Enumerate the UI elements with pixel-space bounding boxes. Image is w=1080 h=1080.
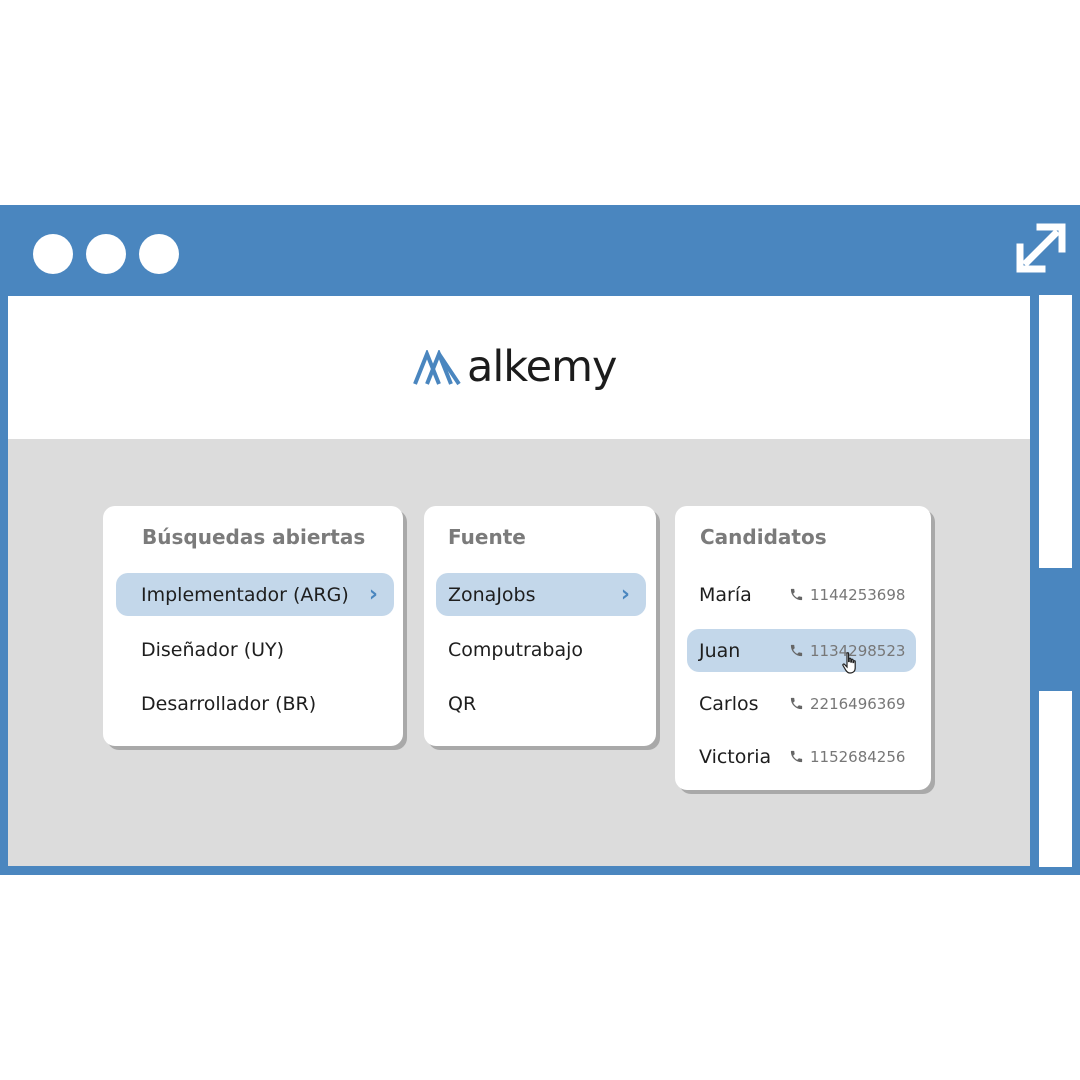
candidato-phone[interactable]: 2216496369	[789, 695, 905, 713]
busqueda-item-label: Diseñador (UY)	[141, 638, 285, 661]
candidato-row-victoria[interactable]: Victoria 1152684256	[687, 735, 916, 778]
chevron-right-icon: ›	[368, 582, 378, 607]
fuente-card: Fuente ZonaJobs › Computrabajo QR	[424, 506, 656, 746]
page-viewport: alkemy Búsquedas abiertas Implementador …	[8, 296, 1030, 866]
candidato-phone-number: 1152684256	[810, 747, 906, 766]
busqueda-item-desarrollador[interactable]: Desarrollador (BR)	[116, 682, 394, 725]
phone-icon	[790, 588, 803, 601]
busqueda-item-implementador[interactable]: Implementador (ARG) ›	[116, 573, 394, 616]
window-control-dot-2[interactable]	[86, 234, 126, 274]
fuente-item-label: QR	[448, 692, 477, 715]
phone-icon	[790, 644, 803, 657]
hand-cursor-icon	[842, 652, 856, 674]
candidato-phone-number: 1144253698	[810, 585, 906, 604]
fuente-item-computrabajo[interactable]: Computrabajo	[436, 628, 646, 671]
candidatos-card: Candidatos María 1144253698 Juan 1134298…	[675, 506, 931, 790]
candidato-name: Victoria	[699, 745, 772, 768]
candidatos-title: Candidatos	[700, 525, 827, 549]
fuente-item-qr[interactable]: QR	[436, 682, 646, 725]
chevron-right-icon: ›	[620, 582, 630, 607]
scrollbar-track-upper[interactable]	[1039, 295, 1072, 568]
candidato-phone-number: 1134298523	[810, 641, 906, 660]
browser-window: alkemy Búsquedas abiertas Implementador …	[0, 205, 1080, 875]
window-control-dot-3[interactable]	[139, 234, 179, 274]
candidato-row-maria[interactable]: María 1144253698	[687, 573, 916, 616]
page-header: alkemy	[8, 296, 1030, 439]
expand-arrows-icon[interactable]	[1014, 221, 1068, 275]
candidato-row-juan[interactable]: Juan 1134298523	[687, 629, 916, 674]
brand-name: alkemy	[467, 342, 617, 392]
scrollbar-track-lower[interactable]	[1039, 691, 1072, 867]
fuente-item-label: ZonaJobs	[448, 583, 536, 606]
fuente-item-label: Computrabajo	[448, 638, 584, 661]
phone-icon	[790, 697, 803, 710]
fuente-item-zonajobs[interactable]: ZonaJobs ›	[436, 573, 646, 616]
candidato-name: Juan	[699, 639, 741, 662]
candidato-row-carlos[interactable]: Carlos 2216496369	[687, 682, 916, 725]
fuente-title: Fuente	[448, 525, 526, 549]
busquedas-title: Búsquedas abiertas	[142, 525, 366, 549]
candidato-phone[interactable]: 1152684256	[789, 748, 905, 766]
busquedas-card: Búsquedas abiertas Implementador (ARG) ›…	[103, 506, 403, 746]
brand-logo: alkemy	[413, 342, 617, 392]
window-control-dot-1[interactable]	[33, 234, 73, 274]
busqueda-item-disenador[interactable]: Diseñador (UY)	[116, 628, 394, 671]
busqueda-item-label: Implementador (ARG)	[141, 583, 349, 606]
candidato-phone[interactable]: 1134298523	[789, 642, 905, 660]
candidato-name: María	[699, 583, 752, 606]
busqueda-item-label: Desarrollador (BR)	[141, 692, 317, 715]
candidato-name: Carlos	[699, 692, 759, 715]
phone-icon	[790, 750, 803, 763]
candidato-phone[interactable]: 1144253698	[789, 586, 905, 604]
alkemy-logo-icon	[413, 349, 461, 385]
candidato-phone-number: 2216496369	[810, 694, 906, 713]
